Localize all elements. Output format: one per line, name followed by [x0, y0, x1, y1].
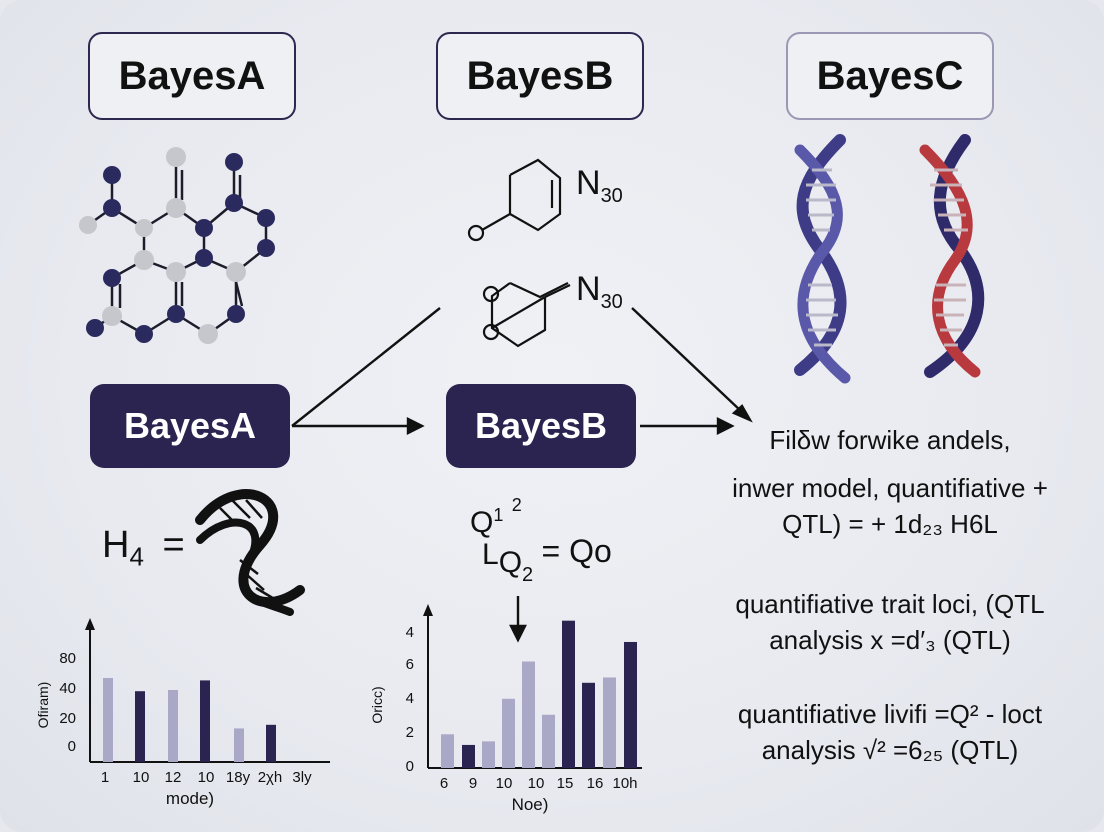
description-line-5: analysis x =d′₃ (QTL) [769, 625, 1011, 655]
x-tick-label: 18y [226, 769, 251, 786]
x-tick-label: 10 [528, 775, 545, 792]
description-line-1: Filδw forwike andels, [769, 425, 1011, 455]
y-tick-label: 0 [68, 738, 76, 755]
bar [582, 682, 595, 768]
bar [562, 620, 575, 768]
bar [266, 724, 276, 762]
x-axis-label: mode) [166, 789, 214, 808]
x-tick-label: 3ly [292, 769, 312, 786]
bayesa-title: BayesA [118, 53, 266, 98]
description-line-2: inwer model, quantifiative + [732, 473, 1048, 503]
description-block-3: quantifiative livifi =Q² - loct analysis… [690, 696, 1090, 768]
x-tick-label: 9 [469, 775, 477, 792]
y-tick-label: 4 [406, 624, 414, 641]
x-tick-label: 10 [133, 769, 150, 786]
ring-structure-1 [467, 158, 562, 242]
description-line-3: QTL) = + 1d₂₃ H6L [782, 509, 998, 539]
bar [624, 641, 637, 768]
description-block-1: Filδw forwike andels, inwer model, quant… [690, 422, 1090, 542]
bar [482, 741, 495, 768]
formula-n30-upper: N30 [576, 164, 623, 207]
x-tick-label: 12 [165, 769, 182, 786]
description-line-4: quantifiative trait loci, (QTL [735, 589, 1045, 619]
y-axis-label: Ofiram) [35, 682, 51, 729]
x-tick-label: 10 [496, 775, 513, 792]
bar [462, 744, 475, 768]
description-line-7: analysis √² =6₂₅ (QTL) [761, 735, 1019, 765]
bayesb-title: BayesB [466, 53, 614, 98]
bar [200, 680, 210, 762]
dna-helix-red [919, 134, 985, 378]
y-axis-arrow [423, 604, 433, 616]
bayesc-title: BayesC [816, 53, 964, 98]
x-tick-label: 15 [557, 775, 574, 792]
y-tick-label: 0 [406, 758, 414, 775]
x-tick-label: 16 [587, 775, 604, 792]
y-axis-arrow [85, 618, 95, 630]
bar [603, 677, 616, 768]
bayesa-node: BayesA [90, 384, 290, 468]
bar [234, 728, 244, 762]
bayesa-node-label: BayesA [123, 405, 257, 446]
bayesc-title-box: BayesC [786, 32, 994, 120]
bar [103, 678, 113, 762]
y-tick-label: 40 [59, 680, 76, 697]
bar [502, 698, 515, 768]
y-axis-label: Oricc) [369, 686, 385, 723]
description-block-2: quantifiative trait loci, (QTL analysis … [690, 586, 1090, 658]
x-tick-label: 10h [612, 775, 637, 792]
bayesb-node: BayesB [446, 384, 636, 468]
bar [542, 714, 555, 768]
arrow-diagonal [291, 307, 441, 427]
bar [441, 734, 454, 768]
bar [522, 661, 535, 768]
y-tick-label: 20 [59, 710, 76, 727]
ring-structure-2 [482, 282, 571, 348]
y-tick-label: 4 [406, 690, 414, 707]
x-tick-label: 1 [101, 769, 109, 786]
description-line-6: quantifiative livifi =Q² - loct [737, 699, 1043, 729]
x-axis-label: Noe) [512, 795, 549, 814]
x-tick-label: 6 [440, 775, 448, 792]
bayesa-title-box: BayesA [88, 32, 296, 120]
bayesb-node-label: BayesB [474, 405, 608, 446]
bar [168, 690, 178, 762]
dna-helix-blue [794, 134, 851, 384]
bar [135, 691, 145, 762]
x-tick-label: 2χh [258, 769, 283, 786]
formula-n30-lower: N30 [576, 270, 623, 313]
equation-q: Q1 2 LQ2 = Qo [470, 495, 612, 586]
y-tick-label: 2 [406, 724, 414, 741]
y-tick-label: 80 [59, 650, 76, 667]
equation-h4: H4 = [102, 524, 185, 572]
x-tick-label: 10 [198, 769, 215, 786]
flow-arrows [291, 307, 753, 643]
bayesb-title-box: BayesB [436, 32, 644, 120]
y-tick-label: 6 [406, 656, 414, 673]
